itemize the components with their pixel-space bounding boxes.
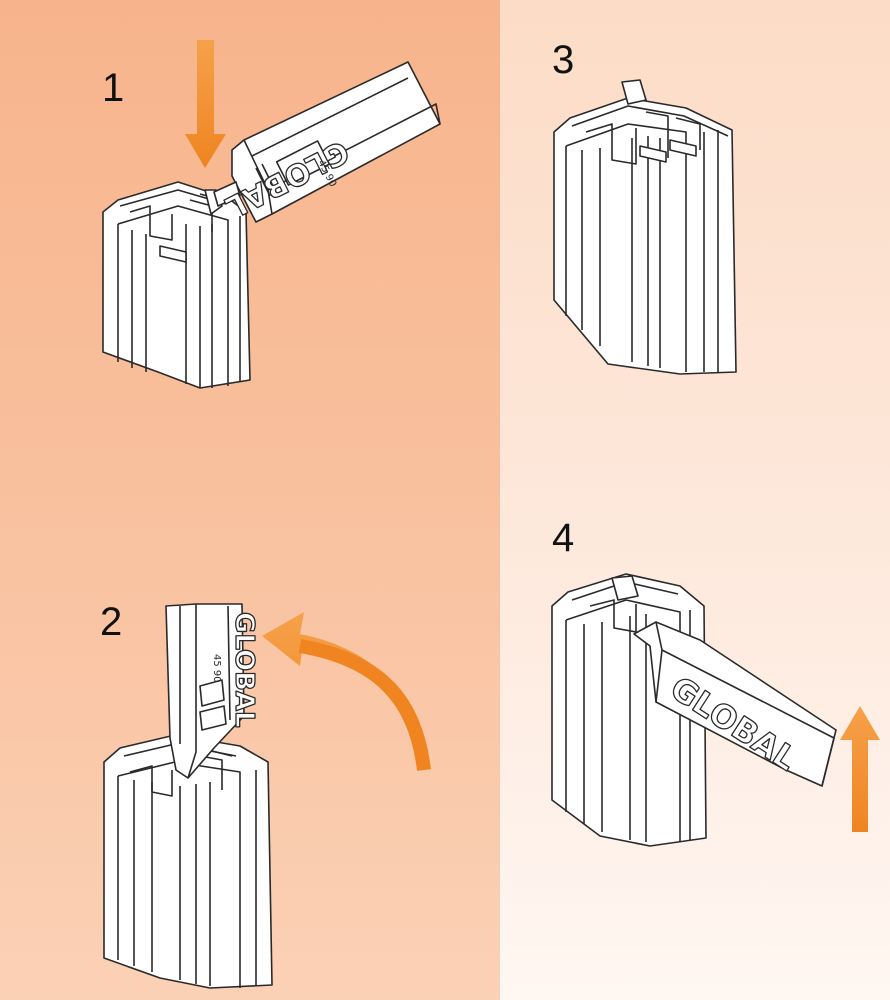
step-4-illustration: GLOBAL xyxy=(551,573,837,847)
step-3-number: 3 xyxy=(552,38,575,82)
down-arrow-icon xyxy=(185,40,226,168)
step-1-number: 1 xyxy=(102,66,125,110)
tool-lettering: GLOBAL xyxy=(229,612,259,728)
curved-arrow-icon xyxy=(262,612,431,771)
step-3-illustration xyxy=(553,79,737,375)
tool-small-text: 45 90 xyxy=(211,654,222,683)
step-4-number: 4 xyxy=(552,516,575,560)
step-2-illustration: GLOBAL 45 90 xyxy=(103,603,273,989)
up-arrow-icon xyxy=(840,706,880,832)
step-2-number: 2 xyxy=(100,600,123,644)
step-1-illustration: GLOBAL 45 90 xyxy=(102,61,441,389)
